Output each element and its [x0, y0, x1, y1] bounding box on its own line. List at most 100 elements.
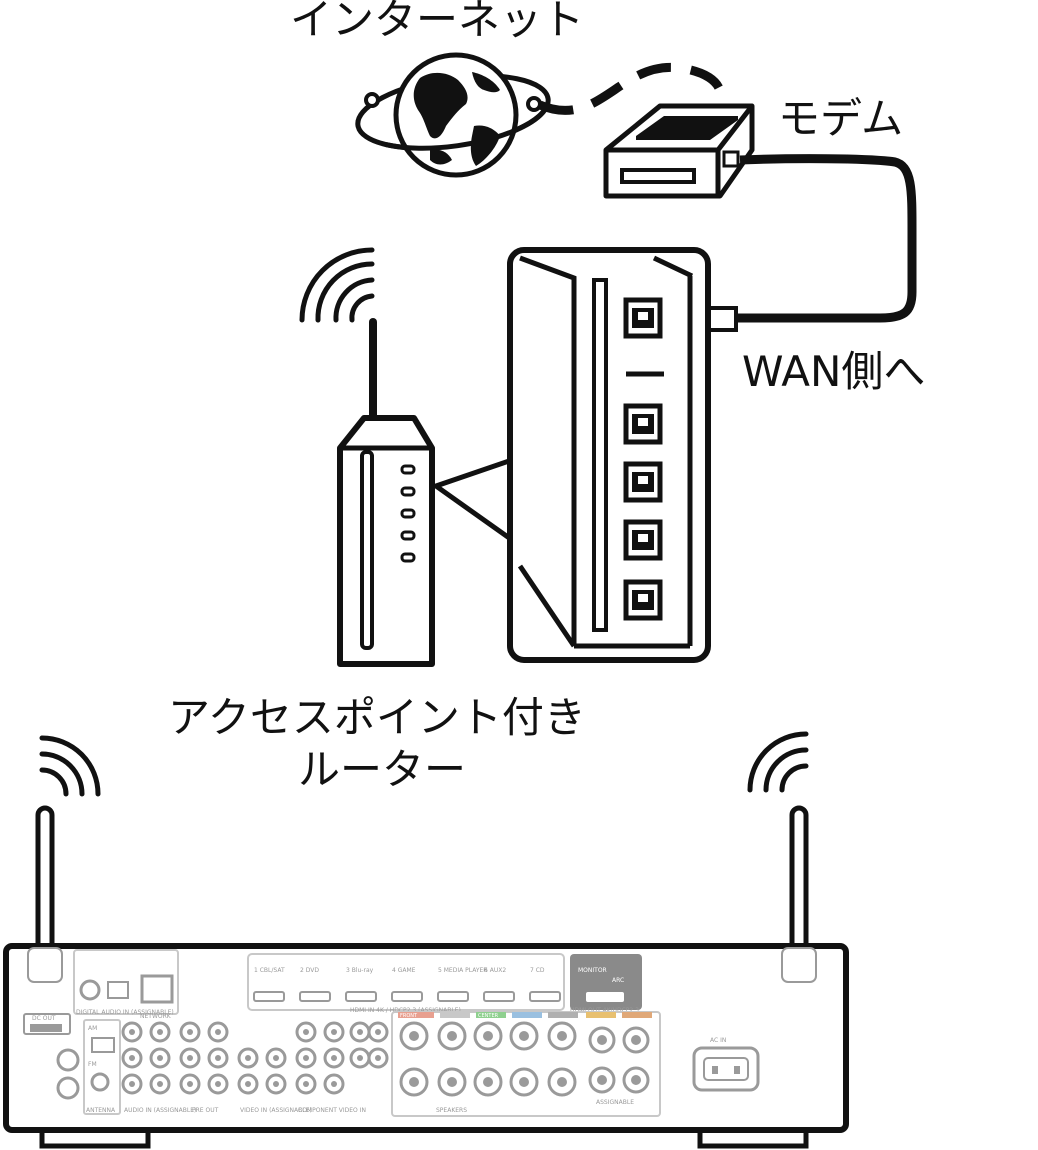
- pre-out-label: PRE OUT: [192, 1107, 219, 1114]
- speaker-terminal-center: [631, 1035, 641, 1045]
- rca-jack-center: [303, 1055, 309, 1061]
- video-in-label: VIDEO IN (ASSIGNABLE): [240, 1107, 312, 1114]
- receiver-antenna-right: [789, 805, 809, 961]
- speaker-terminal-center: [447, 1031, 457, 1041]
- speaker-terminal-center: [483, 1031, 493, 1041]
- internet-label: インターネット: [290, 0, 584, 44]
- antenna-label: ANTENNA: [86, 1107, 116, 1114]
- hdmi-input-label: 3 Blu-ray: [346, 967, 374, 974]
- front-label: FRONT: [400, 1013, 418, 1019]
- ac-in-label: AC IN: [710, 1037, 726, 1044]
- speaker-terminals: [399, 1021, 650, 1097]
- router-label-line2: ルーター: [298, 745, 466, 794]
- receiver-antenna-left: [35, 805, 55, 961]
- lan-port: [623, 403, 663, 445]
- speaker-terminal-center: [409, 1077, 419, 1087]
- rca-jack-center: [357, 1029, 363, 1035]
- wan-cable: [736, 154, 917, 323]
- rca-jack-center: [215, 1029, 221, 1035]
- speaker-terminal-center: [409, 1031, 419, 1041]
- rca-jack-center: [331, 1029, 337, 1035]
- speaker-terminal-center: [557, 1077, 567, 1087]
- receiver-wifi-left-icon: [39, 735, 101, 797]
- rca-jack-center: [357, 1055, 363, 1061]
- internet-globe-icon: [355, 52, 551, 178]
- fm-label: FM: [88, 1061, 97, 1068]
- router-label-line1: アクセスポイント付き: [168, 693, 586, 742]
- digital-audio-label: DIGITAL AUDIO IN (ASSIGNABLE): [76, 1009, 174, 1016]
- rca-jack-center: [375, 1029, 381, 1035]
- hdmi-input-label: 6 AUX2: [484, 967, 506, 974]
- hdmi-in-caption: HDMI IN 4K / HDCP2.3 (ASSIGNABLE): [350, 1007, 461, 1014]
- hdmi-input-label: 5 MEDIA PLAYER: [438, 967, 487, 974]
- rca-jack-center: [303, 1081, 309, 1087]
- modem-icon: [603, 103, 755, 199]
- lan-port: [623, 461, 663, 503]
- rca-jack-center: [157, 1029, 163, 1035]
- hdmi-input-label: 2 DVD: [300, 967, 319, 974]
- hdmi-port: [483, 991, 515, 1002]
- speaker-terminal-center: [483, 1077, 493, 1087]
- router-wifi-icon: [299, 247, 375, 323]
- rca-jack-center: [215, 1055, 221, 1061]
- component-label: COMPONENT VIDEO IN: [298, 1107, 366, 1114]
- am-label: AM: [88, 1025, 97, 1032]
- rca-jack-center: [303, 1029, 309, 1035]
- network-port-label: NETWORK: [140, 1013, 172, 1020]
- internet-connection-line: [538, 62, 726, 115]
- rca-jack-center: [129, 1055, 135, 1061]
- receiver-wifi-right-icon: [747, 731, 809, 793]
- rca-jacks: [121, 1021, 389, 1095]
- hdmi-input-label: 4 GAME: [392, 967, 416, 974]
- rca-jack-center: [273, 1055, 279, 1061]
- arc-label: ARC: [612, 977, 624, 984]
- speaker-terminal-center: [597, 1075, 607, 1085]
- rca-jack-center: [187, 1081, 193, 1087]
- hdmi-input-ports: 1 CBL/SAT 2 DVD 3 Blu-ray 4 GAME 5 MEDIA PLA…: [253, 967, 561, 1002]
- speaker-terminal-center: [631, 1075, 641, 1085]
- rca-jack-center: [273, 1081, 279, 1087]
- monitor-label: MONITOR: [578, 967, 607, 974]
- speaker-terminal-center: [519, 1031, 529, 1041]
- router-icon: [337, 415, 435, 667]
- rca-jack-center: [157, 1081, 163, 1087]
- av-receiver-rear-panel: 1 CBL/SAT 2 DVD 3 Blu-ray 4 GAME 5 MEDIA PLA…: [3, 943, 849, 1133]
- hdmi-out-caption: HDMI OUT 4K/HDCP2.3: [570, 1007, 639, 1014]
- speaker-terminal-center: [557, 1031, 567, 1041]
- rca-jack-center: [245, 1055, 251, 1061]
- hdmi-port: [345, 991, 377, 1002]
- speaker-terminal-center: [447, 1077, 457, 1087]
- rca-jack-center: [245, 1081, 251, 1087]
- dc-out-label: DC OUT: [32, 1015, 56, 1022]
- wan-side-label: WAN側へ: [742, 347, 925, 396]
- rca-jack-center: [331, 1081, 337, 1087]
- hdmi-port: [437, 991, 469, 1002]
- speakers-label: SPEAKERS: [436, 1107, 467, 1114]
- audio-in-label: AUDIO IN (ASSIGNABLE): [124, 1107, 196, 1114]
- rca-jack-center: [187, 1029, 193, 1035]
- hdmi-input-label: 1 CBL/SAT: [254, 967, 285, 974]
- speaker-terminal-center: [597, 1035, 607, 1045]
- modem-label: モデム: [778, 94, 903, 143]
- rca-jack-center: [129, 1029, 135, 1035]
- hdmi-port: [529, 991, 561, 1002]
- hdmi-port: [391, 991, 423, 1002]
- rca-jack-center: [331, 1055, 337, 1061]
- hdmi-port: [253, 991, 285, 1002]
- rca-jack-center: [129, 1081, 135, 1087]
- center-label: CENTER: [478, 1013, 499, 1019]
- rca-jack-center: [157, 1055, 163, 1061]
- hdmi-input-label: 7 CD: [530, 967, 545, 974]
- lan-port: [623, 519, 663, 561]
- hdmi-port: [299, 991, 331, 1002]
- rca-jack-center: [375, 1055, 381, 1061]
- speaker-terminal-center: [519, 1077, 529, 1087]
- router-callout-pointer: [433, 457, 515, 543]
- router-back-panel: [507, 247, 711, 663]
- rca-jack-center: [215, 1081, 221, 1087]
- rca-jack-center: [187, 1055, 193, 1061]
- assignable-label: ASSIGNABLE: [596, 1099, 634, 1106]
- lan-port: [623, 579, 663, 621]
